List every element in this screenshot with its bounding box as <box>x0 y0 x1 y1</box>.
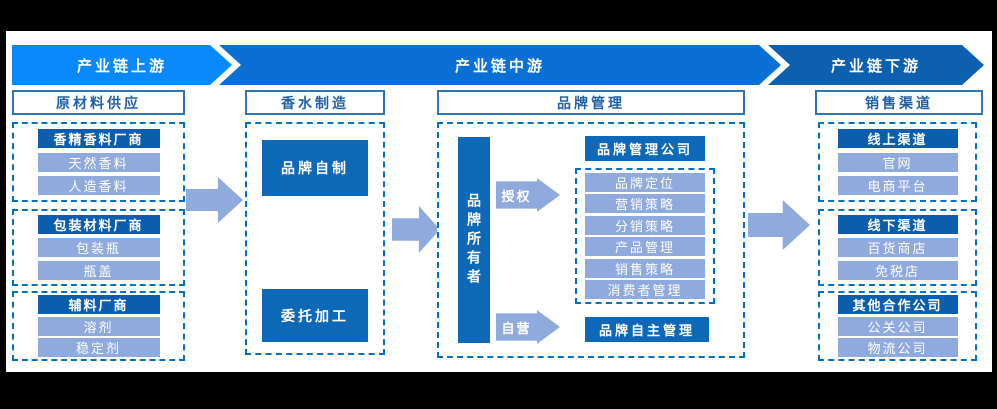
brand-owner-label: 品牌所有者 <box>466 192 482 288</box>
group-title: 线上渠道 <box>837 128 958 148</box>
group-item: 稳定剂 <box>37 337 160 357</box>
brand-functions-group: 品牌定位 营销策略 分销策略 产品管理 销售策略 消费者管理 <box>575 168 715 304</box>
brand-owner-box: 品牌所有者 <box>458 137 490 343</box>
column-header-raw-material-supply: 原材料供应 <box>12 90 185 115</box>
group-title: 线下渠道 <box>837 215 958 234</box>
brand-self-made-box: 品牌自制 <box>262 140 368 196</box>
banner-midstream-label: 产业链中游 <box>454 57 545 75</box>
group-item: 分销策略 <box>585 215 705 235</box>
banner-upstream-label: 产业链上游 <box>76 57 167 75</box>
group-online-channels: 线上渠道 官网 电商平台 <box>818 122 977 202</box>
group-item: 产品管理 <box>585 237 705 257</box>
group-other-partner-companies: 其他合作公司 公关公司 物流公司 <box>818 291 977 361</box>
group-item: 营销策略 <box>585 194 705 214</box>
group-item: 公关公司 <box>837 316 958 336</box>
group-title: 辅料厂商 <box>37 295 160 315</box>
brand-self-management-box: 品牌自主管理 <box>585 317 709 342</box>
brand-management-company-box: 品牌管理公司 <box>585 136 705 161</box>
group-manufacturing: 品牌自制 委托加工 <box>245 122 385 355</box>
column-header-perfume-manufacturing: 香水制造 <box>245 90 385 115</box>
group-item: 包装瓶 <box>37 238 160 257</box>
self-operated-arrow-icon: 自营 <box>496 310 560 344</box>
banner-segment-midstream: 产业链中游 <box>219 45 781 85</box>
group-item: 官网 <box>837 152 958 172</box>
group-item: 免税店 <box>837 261 958 280</box>
group-item: 销售策略 <box>585 258 705 278</box>
group-item: 品牌定位 <box>585 172 705 192</box>
group-brand-management: 品牌所有者 授权 品牌管理公司 品牌定位 营销策略 分销策略 产品管理 销售策略… <box>437 122 745 358</box>
column-header-sales-channels: 销售渠道 <box>815 90 983 115</box>
group-fragrance-suppliers: 香精香料厂商 天然香料 人造香料 <box>12 122 185 202</box>
group-item: 溶剂 <box>37 316 160 336</box>
group-title: 其他合作公司 <box>837 295 958 315</box>
group-item: 百货商店 <box>837 238 958 257</box>
group-item: 消费者管理 <box>585 280 705 300</box>
authorize-arrow-icon: 授权 <box>496 178 560 212</box>
group-item: 电商平台 <box>837 176 958 196</box>
group-offline-channels: 线下渠道 百货商店 免税店 <box>818 209 977 286</box>
self-operated-arrow-label: 自营 <box>501 320 532 336</box>
commissioned-processing-box: 委托加工 <box>262 289 368 342</box>
authorize-arrow-label: 授权 <box>501 188 532 204</box>
group-title: 包装材料厂商 <box>37 215 160 234</box>
banner-segment-downstream: 产业链下游 <box>768 45 984 85</box>
group-item: 瓶盖 <box>37 261 160 280</box>
group-item: 天然香料 <box>37 152 160 172</box>
banner-segment-upstream: 产业链上游 <box>12 45 232 85</box>
group-item: 物流公司 <box>837 337 958 357</box>
banner-downstream-label: 产业链下游 <box>830 57 921 75</box>
group-title: 香精香料厂商 <box>37 128 160 148</box>
group-auxiliary-suppliers: 辅料厂商 溶剂 稳定剂 <box>12 291 185 361</box>
group-packaging-suppliers: 包装材料厂商 包装瓶 瓶盖 <box>12 209 185 286</box>
group-item: 人造香料 <box>37 176 160 196</box>
column-header-brand-management: 品牌管理 <box>437 90 745 115</box>
